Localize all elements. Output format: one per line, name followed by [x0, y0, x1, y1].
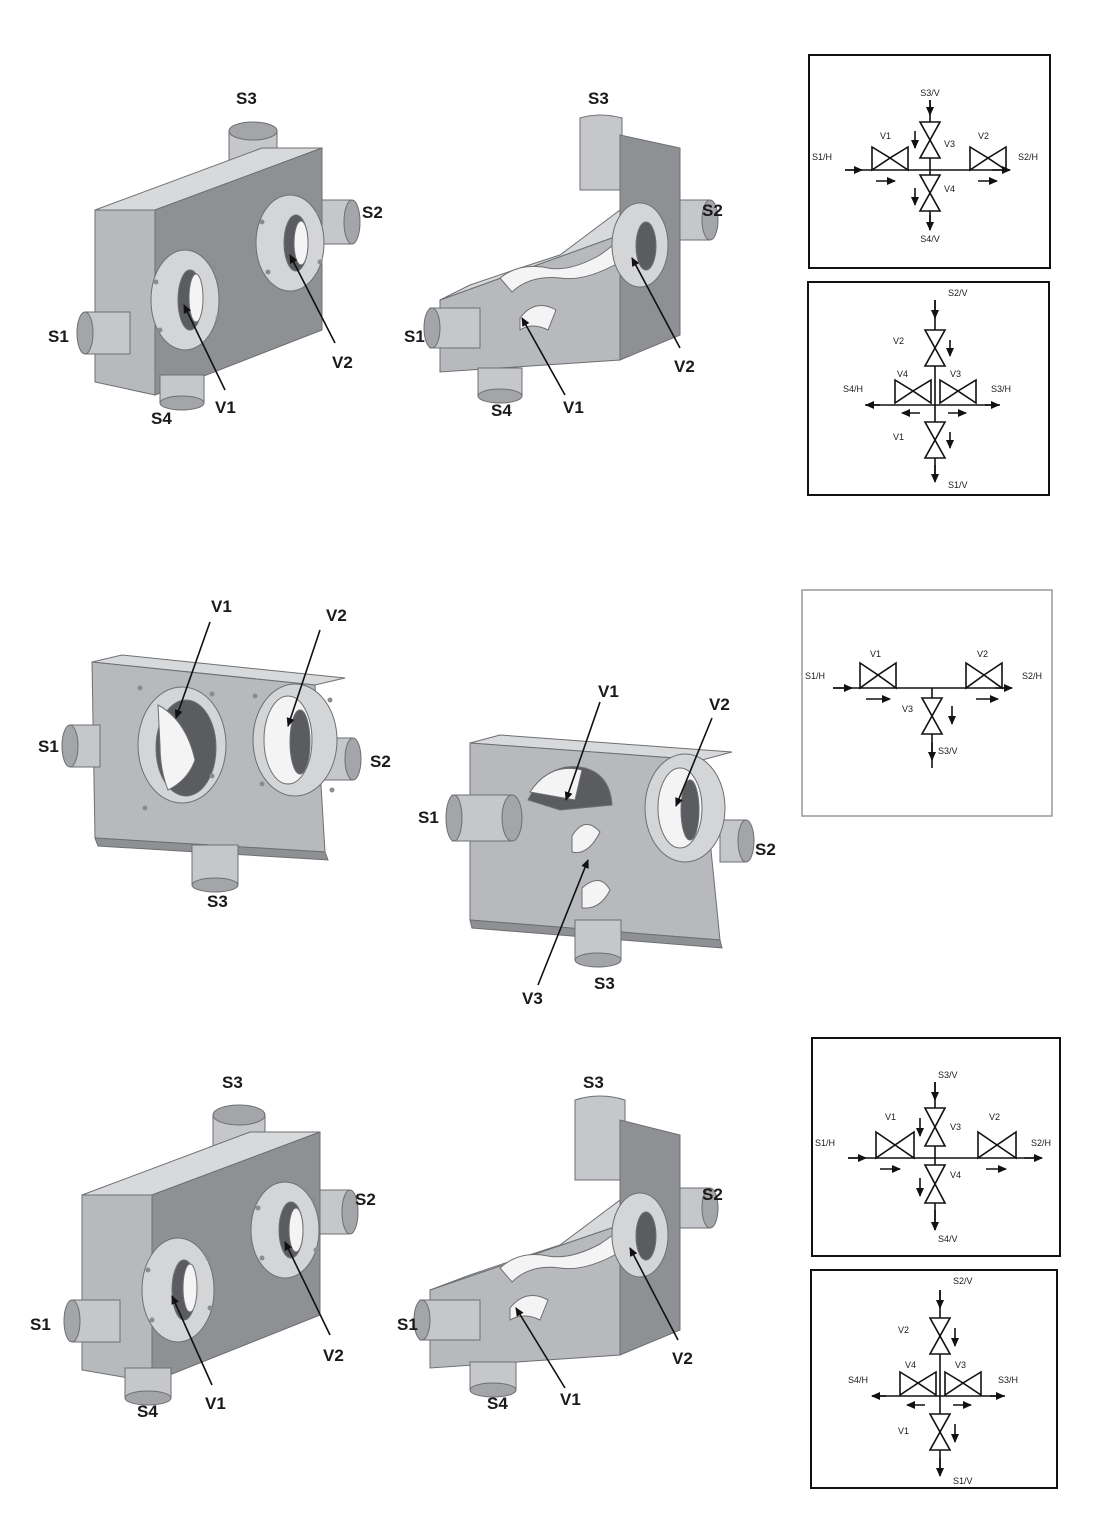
- label-s4: S4: [487, 1394, 508, 1413]
- port-top: S2/V: [953, 1276, 973, 1286]
- port-right: S2/H: [1031, 1138, 1051, 1148]
- valve-v2: V2: [893, 336, 904, 346]
- valve-v2: V2: [989, 1112, 1000, 1122]
- label-v2: V2: [709, 695, 730, 714]
- label-v1: V1: [563, 398, 584, 417]
- valve-v4: V4: [944, 184, 955, 194]
- valve-v4: V4: [905, 1360, 916, 1370]
- label-s1: S1: [397, 1315, 418, 1334]
- port-right: S3/H: [991, 384, 1011, 394]
- label-v1: V1: [215, 398, 236, 417]
- valve-v1: V1: [898, 1426, 909, 1436]
- valve-v1: V1: [893, 432, 904, 442]
- label-s2: S2: [362, 203, 383, 222]
- valve-v2: V2: [898, 1325, 909, 1335]
- block-4port-cutaway-row1: S3 S2 S1 S4 V1 V2: [404, 89, 723, 420]
- valve-v3: V3: [902, 704, 913, 714]
- label-s4: S4: [151, 409, 172, 428]
- port-top: S3/V: [920, 88, 940, 98]
- label-v1: V1: [205, 1394, 226, 1413]
- port-left: S4/H: [843, 384, 863, 394]
- label-s2: S2: [355, 1190, 376, 1209]
- port-right: S2/H: [1018, 152, 1038, 162]
- label-s1: S1: [404, 327, 425, 346]
- label-s3: S3: [583, 1073, 604, 1092]
- label-v2: V2: [674, 357, 695, 376]
- label-s3: S3: [236, 89, 257, 108]
- port-bottom: S3/V: [938, 746, 958, 756]
- label-v1: V1: [560, 1390, 581, 1409]
- label-s2: S2: [702, 201, 723, 220]
- label-s4: S4: [491, 401, 512, 420]
- port-bottom: S1/V: [953, 1476, 973, 1486]
- port-bottom: S4/V: [920, 234, 940, 244]
- label-s1: S1: [30, 1315, 51, 1334]
- label-s4: S4: [137, 1402, 158, 1421]
- schematic-3way-row2: S1/H S2/H S3/V V1 V2 V3: [801, 589, 1053, 817]
- block-4port-cutaway-row3: S3 S2 S1 S4 V1 V2: [397, 1073, 723, 1413]
- port-right: S3/H: [998, 1375, 1018, 1385]
- label-v3: V3: [522, 989, 543, 1008]
- label-v2: V2: [326, 606, 347, 625]
- label-s2: S2: [370, 752, 391, 771]
- port-bottom: S4/V: [938, 1234, 958, 1244]
- label-s3: S3: [588, 89, 609, 108]
- label-v2: V2: [672, 1349, 693, 1368]
- valve-v3: V3: [950, 369, 961, 379]
- port-left: S1/H: [805, 671, 825, 681]
- valve-v1: V1: [870, 649, 881, 659]
- valve-v1: V1: [885, 1112, 896, 1122]
- block-4port-external-row3: S3 S2 S1 S4 V1 V2: [30, 1073, 376, 1421]
- valve-v2: V2: [978, 131, 989, 141]
- port-left: S4/H: [848, 1375, 868, 1385]
- valve-v3: V3: [955, 1360, 966, 1370]
- valve-v3: V3: [944, 139, 955, 149]
- port-left: S1/H: [812, 152, 832, 162]
- label-s2: S2: [702, 1185, 723, 1204]
- port-top: S2/V: [948, 288, 968, 298]
- block-4port-external-row1: S3 S2 S1 S4 V1 V2: [48, 89, 383, 428]
- block-3port-external-row2: V1 V2 S1 S2 S3: [38, 597, 391, 911]
- port-top: S3/V: [938, 1070, 958, 1080]
- label-s1: S1: [48, 327, 69, 346]
- label-s1: S1: [418, 808, 439, 827]
- valve-v4: V4: [897, 369, 908, 379]
- port-bottom: S1/V: [948, 480, 968, 490]
- label-s2: S2: [755, 840, 776, 859]
- valve-v4: V4: [950, 1170, 961, 1180]
- port-left: S1/H: [815, 1138, 835, 1148]
- label-s3: S3: [222, 1073, 243, 1092]
- block-3port-cutaway-row2: V1 V2 S1 S2 S3 V3: [418, 682, 776, 1008]
- label-s3: S3: [207, 892, 228, 911]
- port-right: S2/H: [1022, 671, 1042, 681]
- valve-v3: V3: [950, 1122, 961, 1132]
- valve-v2: V2: [977, 649, 988, 659]
- schematic-4way-a-row1: S3/V S1/H S2/H S4/V V1 V2 V3 V4: [808, 54, 1051, 269]
- schematic-4way-a-row3: S3/V S1/H S2/H S4/V V1 V2 V3 V4: [811, 1037, 1061, 1257]
- schematic-4way-b-row3: S2/V S4/H S3/H S1/V V2 V4 V3 V1: [810, 1269, 1058, 1489]
- label-v1: V1: [598, 682, 619, 701]
- label-s3: S3: [594, 974, 615, 993]
- label-v1: V1: [211, 597, 232, 616]
- label-s1: S1: [38, 737, 59, 756]
- label-v2: V2: [332, 353, 353, 372]
- label-v2: V2: [323, 1346, 344, 1365]
- valve-v1: V1: [880, 131, 891, 141]
- schematic-4way-b-row1: S2/V S4/H S3/H S1/V V2 V4 V3 V1: [807, 281, 1050, 496]
